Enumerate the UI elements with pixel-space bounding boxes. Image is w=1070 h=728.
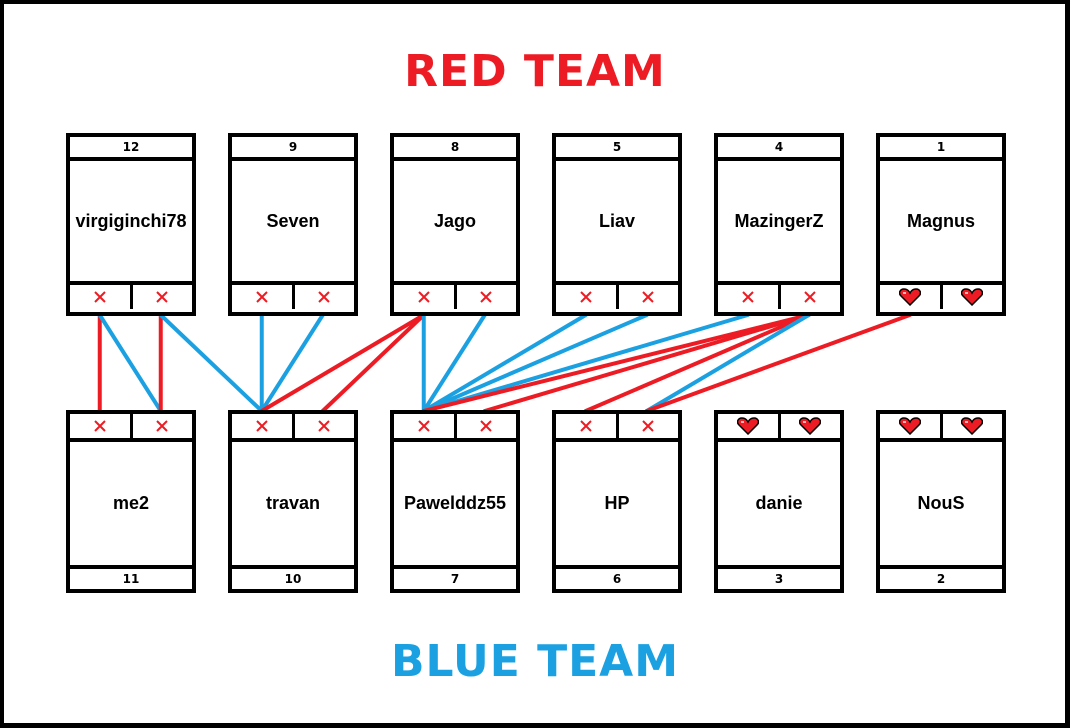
player-name: Jago	[433, 210, 476, 231]
player-number: 8	[394, 137, 516, 161]
player-marks	[880, 414, 1002, 442]
elimination-line	[644, 313, 811, 413]
heart-icon	[718, 414, 778, 438]
player-marks	[394, 414, 516, 442]
x-mark-icon	[70, 414, 130, 438]
player-name: Seven	[266, 210, 320, 231]
blue-player-card[interactable]: HP 6	[552, 410, 682, 593]
player-marks	[394, 281, 516, 309]
elimination-line	[421, 313, 750, 413]
player-marks	[718, 281, 840, 309]
red-player-card[interactable]: 8 Jago	[390, 133, 520, 316]
red-player-card[interactable]: 4 MazingerZ	[714, 133, 844, 316]
player-number: 4	[718, 137, 840, 161]
x-mark-icon	[777, 285, 841, 309]
elimination-line	[320, 313, 426, 413]
x-mark-icon	[453, 285, 517, 309]
player-name: danie	[755, 493, 803, 513]
x-mark-icon	[615, 285, 679, 309]
elimination-line	[158, 313, 264, 413]
player-number: 10	[232, 565, 354, 589]
heart-icon	[939, 414, 1003, 438]
player-name: Magnus	[906, 210, 975, 231]
elimination-line	[644, 313, 912, 413]
elimination-line	[421, 313, 588, 413]
player-number: 7	[394, 565, 516, 589]
x-mark-icon	[556, 414, 616, 438]
heart-icon	[880, 285, 940, 309]
x-mark-icon	[291, 414, 355, 438]
elimination-line	[482, 313, 811, 413]
player-name: MazingerZ	[734, 210, 824, 231]
player-name: virgiginchi78	[75, 210, 187, 231]
red-team-title: RED TEAM	[404, 46, 666, 97]
x-mark-icon	[232, 414, 292, 438]
red-player-card[interactable]: 9 Seven	[228, 133, 358, 316]
blue-team-title: BLUE TEAM	[390, 636, 680, 687]
player-number: 1	[880, 137, 1002, 161]
x-mark-icon	[718, 285, 778, 309]
elimination-line	[421, 313, 649, 413]
player-name: Liav	[598, 210, 636, 231]
player-name: HP	[604, 493, 630, 513]
elimination-line	[259, 313, 426, 413]
player-number: 6	[556, 565, 678, 589]
player-marks	[718, 414, 840, 442]
player-number: 11	[70, 565, 192, 589]
blue-player-card[interactable]: NouS 2	[876, 410, 1006, 593]
player-marks	[70, 414, 192, 442]
x-mark-icon	[556, 285, 616, 309]
player-marks	[880, 281, 1002, 309]
player-number: 9	[232, 137, 354, 161]
elimination-line	[421, 313, 487, 413]
player-number: 2	[880, 565, 1002, 589]
elimination-line	[97, 313, 163, 413]
heart-icon	[777, 414, 841, 438]
x-mark-icon	[615, 414, 679, 438]
player-marks	[556, 414, 678, 442]
player-marks	[232, 414, 354, 442]
elimination-line	[259, 313, 325, 413]
player-number: 12	[70, 137, 192, 161]
x-mark-icon	[291, 285, 355, 309]
player-marks	[232, 281, 354, 309]
x-mark-icon	[129, 414, 193, 438]
player-name: travan	[265, 493, 321, 513]
red-player-card[interactable]: 5 Liav	[552, 133, 682, 316]
player-name: NouS	[917, 493, 965, 513]
blue-player-card[interactable]: me2 11	[66, 410, 196, 593]
x-mark-icon	[70, 285, 130, 309]
x-mark-icon	[232, 285, 292, 309]
x-mark-icon	[129, 285, 193, 309]
player-marks	[70, 281, 192, 309]
player-number: 3	[718, 565, 840, 589]
x-mark-icon	[394, 285, 454, 309]
blue-player-card[interactable]: danie 3	[714, 410, 844, 593]
elimination-line	[583, 313, 811, 413]
player-marks	[556, 281, 678, 309]
heart-icon	[880, 414, 940, 438]
blue-player-card[interactable]: Pawelddz55 7	[390, 410, 520, 593]
red-player-card[interactable]: 12 virgiginchi78	[66, 133, 196, 316]
elimination-line	[421, 313, 811, 413]
x-mark-icon	[394, 414, 454, 438]
blue-player-card[interactable]: travan 10	[228, 410, 358, 593]
player-number: 5	[556, 137, 678, 161]
player-name: me2	[112, 493, 150, 513]
player-name: Pawelddz55	[403, 493, 507, 513]
heart-icon	[939, 285, 1003, 309]
red-player-card[interactable]: 1 Magnus	[876, 133, 1006, 316]
x-mark-icon	[453, 414, 517, 438]
